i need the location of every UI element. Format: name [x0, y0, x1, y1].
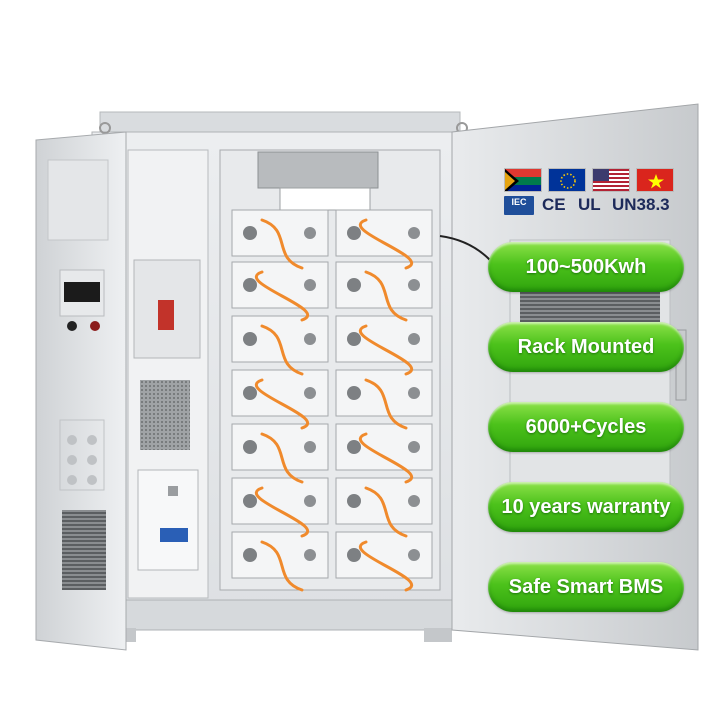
- battery-module: [335, 423, 433, 471]
- power-cable: [358, 540, 414, 592]
- power-cable: [358, 324, 414, 376]
- power-cable: [358, 432, 414, 484]
- battery-module: [231, 531, 329, 579]
- ul-mark: UL: [578, 195, 601, 214]
- battery-module: [231, 477, 329, 525]
- top-fan: [257, 151, 379, 189]
- certifications-panel: IEC CE UL UN38.3: [504, 168, 676, 216]
- power-cable: [364, 270, 408, 322]
- ce-mark: CE: [542, 195, 566, 214]
- feature-pill-bms: Safe Smart BMS: [488, 562, 684, 612]
- usa-flag-icon: [592, 168, 630, 192]
- power-cable: [260, 540, 304, 592]
- battery-module: [335, 477, 433, 525]
- power-cable: [260, 218, 304, 270]
- feature-pill-cycles: 6000+Cycles: [488, 402, 684, 452]
- battery-module: [335, 369, 433, 417]
- battery-module: [231, 315, 329, 363]
- battery-module: [231, 261, 329, 309]
- iec-mark: IEC: [504, 196, 534, 215]
- battery-module: [335, 531, 433, 579]
- battery-module: [231, 209, 329, 257]
- power-cable: [254, 270, 310, 322]
- feature-pill-warranty: 10 years warranty: [488, 482, 684, 532]
- south-africa-flag-icon: [504, 168, 542, 192]
- power-cable: [364, 378, 408, 430]
- power-cable: [358, 218, 414, 270]
- power-cable: [260, 432, 304, 484]
- feature-pill-rack-mounted: Rack Mounted: [488, 322, 684, 372]
- power-cable: [254, 378, 310, 430]
- cabinet-roof: [99, 111, 461, 133]
- battery-module: [335, 261, 433, 309]
- battery-module: [231, 369, 329, 417]
- left-door-vent: [62, 510, 106, 590]
- vietnam-flag-icon: [636, 168, 674, 192]
- feature-pill-capacity: 100~500Kwh: [488, 242, 684, 292]
- fan-grille: [140, 380, 190, 450]
- un38-mark: UN38.3: [612, 195, 670, 214]
- battery-module: [335, 315, 433, 363]
- power-cable: [254, 486, 310, 538]
- battery-module: [231, 423, 329, 471]
- battery-module: [335, 209, 433, 257]
- eu-flag-icon: [548, 168, 586, 192]
- power-cable: [260, 324, 304, 376]
- power-cable: [364, 486, 408, 538]
